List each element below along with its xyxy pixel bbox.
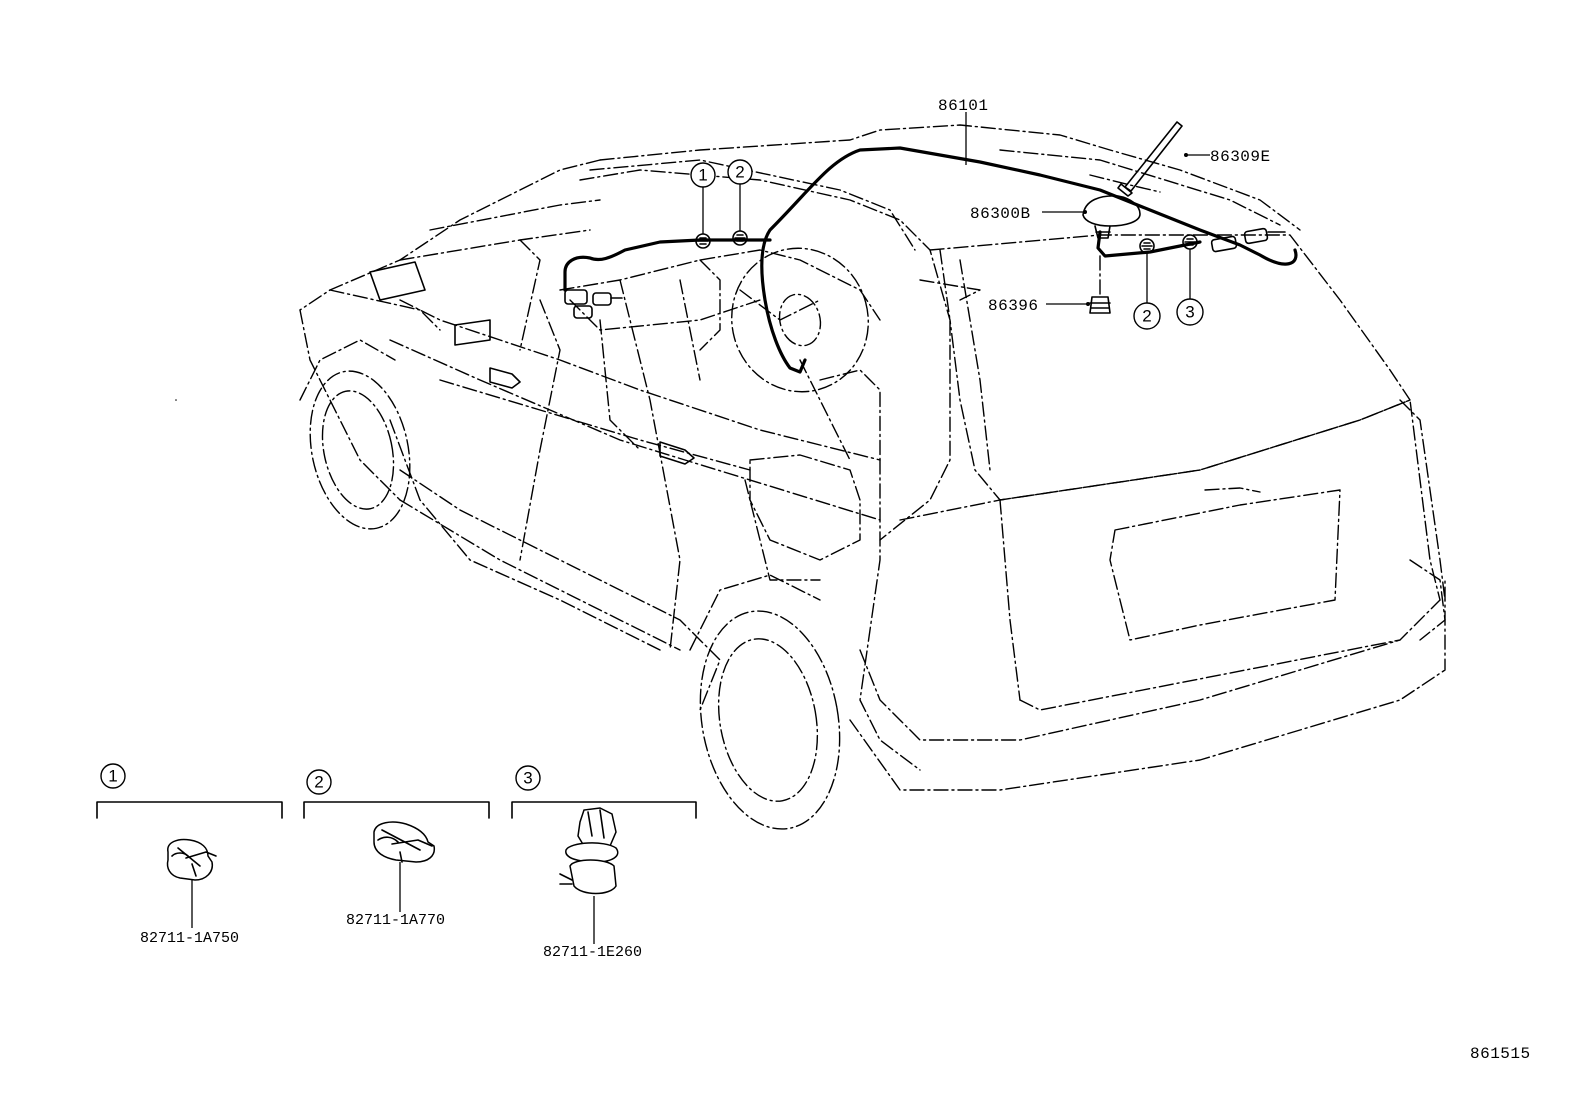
leader-lines [702,112,1210,306]
clip-detail-3: 3 82711-1E260 [511,765,697,961]
clip-3-part-number: 82711-1E260 [543,944,642,961]
antenna-pole [1117,121,1183,197]
clip-index: 2 [314,773,323,792]
callout-3-rear: 3 [1176,298,1204,326]
antenna-cord [563,146,1298,374]
callout-2-top: 2 [727,159,753,185]
clip-index: 3 [523,769,532,788]
stray-mark [175,399,177,401]
callout-number: 2 [1142,307,1151,326]
clip-index: 1 [108,767,117,786]
vehicle-outline [299,124,1446,830]
clip-detail-1: 1 82711-1A750 [96,763,283,947]
diagram-code: 861515 [1470,1045,1531,1063]
part-label-antenna-pole: 86309E [1210,148,1271,166]
clip-2-icon [373,821,436,863]
clip-1-part-number: 82711-1A750 [140,930,239,947]
callout-2-rear: 2 [1133,302,1161,330]
callout-1-top: 1 [690,162,716,188]
callout-number: 1 [698,166,707,185]
part-label-antenna-cord: 86101 [938,97,989,115]
callout-number: 3 [1185,303,1194,322]
clip-2-part-number: 82711-1A770 [346,912,445,929]
antenna-base [1082,195,1141,239]
clip-3-icon [559,807,619,895]
antenna-nut [1089,255,1111,314]
callout-number: 2 [735,163,744,182]
part-label-antenna-nut: 86396 [988,297,1039,315]
clip-detail-2: 2 82711-1A770 [303,769,490,929]
part-label-antenna-base: 86300B [970,205,1031,223]
clip-1-icon [166,838,217,881]
